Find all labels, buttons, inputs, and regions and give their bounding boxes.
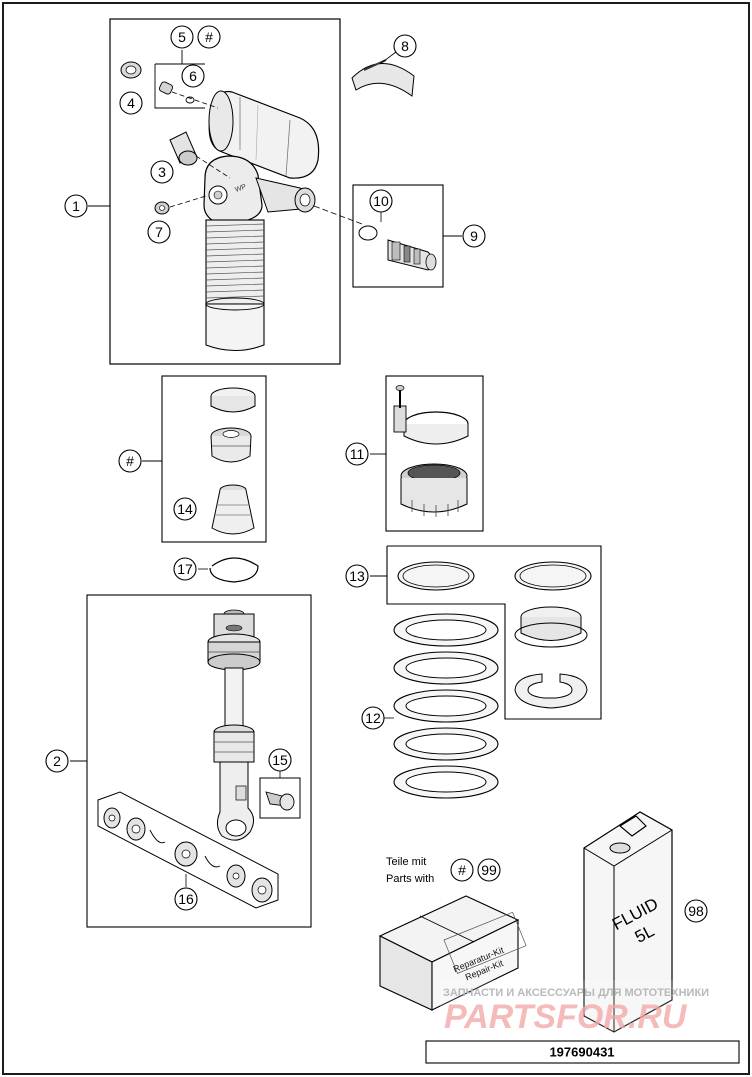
callout-8-label: 8 (401, 38, 409, 54)
callout-8-circle[interactable] (393, 34, 417, 58)
group-11-spring-adjuster (370, 375, 484, 532)
watermark-tagline: ЗАПЧАСТИ И АКСЕССУАРЫ ДЛЯ МОТОТЕХНИКИ (443, 987, 709, 999)
teile-mit-text: Teile mit (386, 856, 426, 868)
rod-seal-head (213, 724, 255, 763)
callout-16-label: 16 (178, 891, 194, 907)
callout-17-label: 17 (177, 561, 193, 577)
adjuster-nut (400, 463, 468, 517)
callout-5-label: 5 (178, 29, 186, 45)
spring-seat (514, 606, 588, 648)
callout-99-circle[interactable] (477, 858, 501, 882)
part-12-coil-spring (384, 613, 499, 799)
group-9-valve-box (352, 184, 462, 288)
watermark-logo: PARTSFOR.RU (444, 998, 688, 1036)
adjuster-clamp-ring (393, 385, 469, 445)
callout-4-circle[interactable] (119, 91, 143, 115)
document-number: 197690431 (549, 1045, 614, 1060)
callout-hash-bottom-label: # (458, 862, 466, 878)
callout-15-label: 15 (272, 752, 288, 768)
part-5-bracket (154, 64, 205, 109)
piston-assembly (207, 609, 261, 671)
callout-12-circle[interactable] (361, 706, 385, 730)
seal-ring-top (210, 387, 256, 413)
split-collar (514, 673, 588, 709)
rod-eye (216, 761, 254, 841)
group-13-spring-seats (370, 545, 602, 720)
part-7-nut (154, 195, 207, 215)
group-16-shims (97, 791, 279, 909)
callout-12-label: 12 (365, 710, 381, 726)
callout-17-circle[interactable] (173, 557, 197, 581)
callout-9-circle[interactable] (462, 224, 486, 248)
top-mount-part: WP (203, 155, 316, 223)
callout-9-label: 9 (470, 228, 478, 244)
seal-head-mid (210, 427, 252, 463)
repair-kit-box (378, 895, 527, 1011)
callout-10-label: 10 (373, 193, 389, 209)
callout-hash-bottom-circle[interactable] (450, 858, 474, 882)
callout-10-circle[interactable] (369, 189, 393, 213)
flat-washer-left (397, 561, 475, 591)
canister-label-volume: 5L (632, 921, 658, 947)
callout-11-label: 11 (350, 446, 365, 462)
callout-4-label: 4 (127, 95, 135, 111)
part-4-cap (120, 61, 142, 79)
part-17-circlip (198, 557, 259, 583)
parts-with-text: Parts with (386, 873, 434, 885)
callout-6-label: 6 (189, 68, 197, 84)
callout-2-circle[interactable] (45, 749, 69, 773)
callout-hash-top-label: # (205, 29, 213, 45)
callout-11-circle[interactable] (345, 442, 369, 466)
callout-14-label: 14 (177, 501, 193, 517)
callout-2-label: 2 (53, 753, 61, 769)
group-hash-seals (142, 375, 267, 543)
document-number-box (425, 1040, 740, 1064)
callout-1-label: 1 (72, 198, 80, 214)
callout-15-circle[interactable] (268, 748, 292, 772)
callout-99-label: 99 (481, 862, 497, 878)
callout-3-label: 3 (158, 164, 166, 180)
callout-16-circle[interactable] (174, 887, 198, 911)
group-1-shock-body: WP (88, 18, 363, 365)
group-15-bleed-valve (259, 770, 301, 819)
group-1-box (109, 18, 341, 365)
body-coil-part (205, 219, 265, 352)
callout-6-circle[interactable] (181, 64, 205, 88)
part-3-bushing (169, 131, 231, 179)
callout-13-label: 13 (349, 568, 365, 584)
callout-7-circle[interactable] (147, 220, 171, 244)
callout-13-circle[interactable] (345, 564, 369, 588)
group-2-damper-rod (70, 594, 312, 928)
callout-7-label: 7 (155, 224, 163, 240)
callout-hash-left-circle[interactable] (118, 449, 142, 473)
part-8-clip (351, 51, 415, 97)
callout-3-circle[interactable] (150, 160, 174, 184)
watermark-graphic (440, 980, 740, 1036)
callout-hash-left-label: # (126, 453, 134, 469)
callout-5-circle[interactable] (170, 25, 194, 49)
callout-98-label: 98 (688, 903, 704, 919)
svg-text:WP: WP (234, 183, 247, 194)
fluid-canister (583, 811, 673, 1033)
flat-washer-right (514, 561, 592, 591)
callout-98-circle[interactable] (684, 899, 708, 923)
part-14-bump-stop (211, 484, 255, 535)
callout-14-circle[interactable] (173, 497, 197, 521)
part-6-valve (158, 81, 219, 109)
part-10-valve-cartridge (387, 239, 437, 271)
callout-1-circle[interactable] (64, 194, 88, 218)
callout-hash-top-circle[interactable] (197, 25, 221, 49)
